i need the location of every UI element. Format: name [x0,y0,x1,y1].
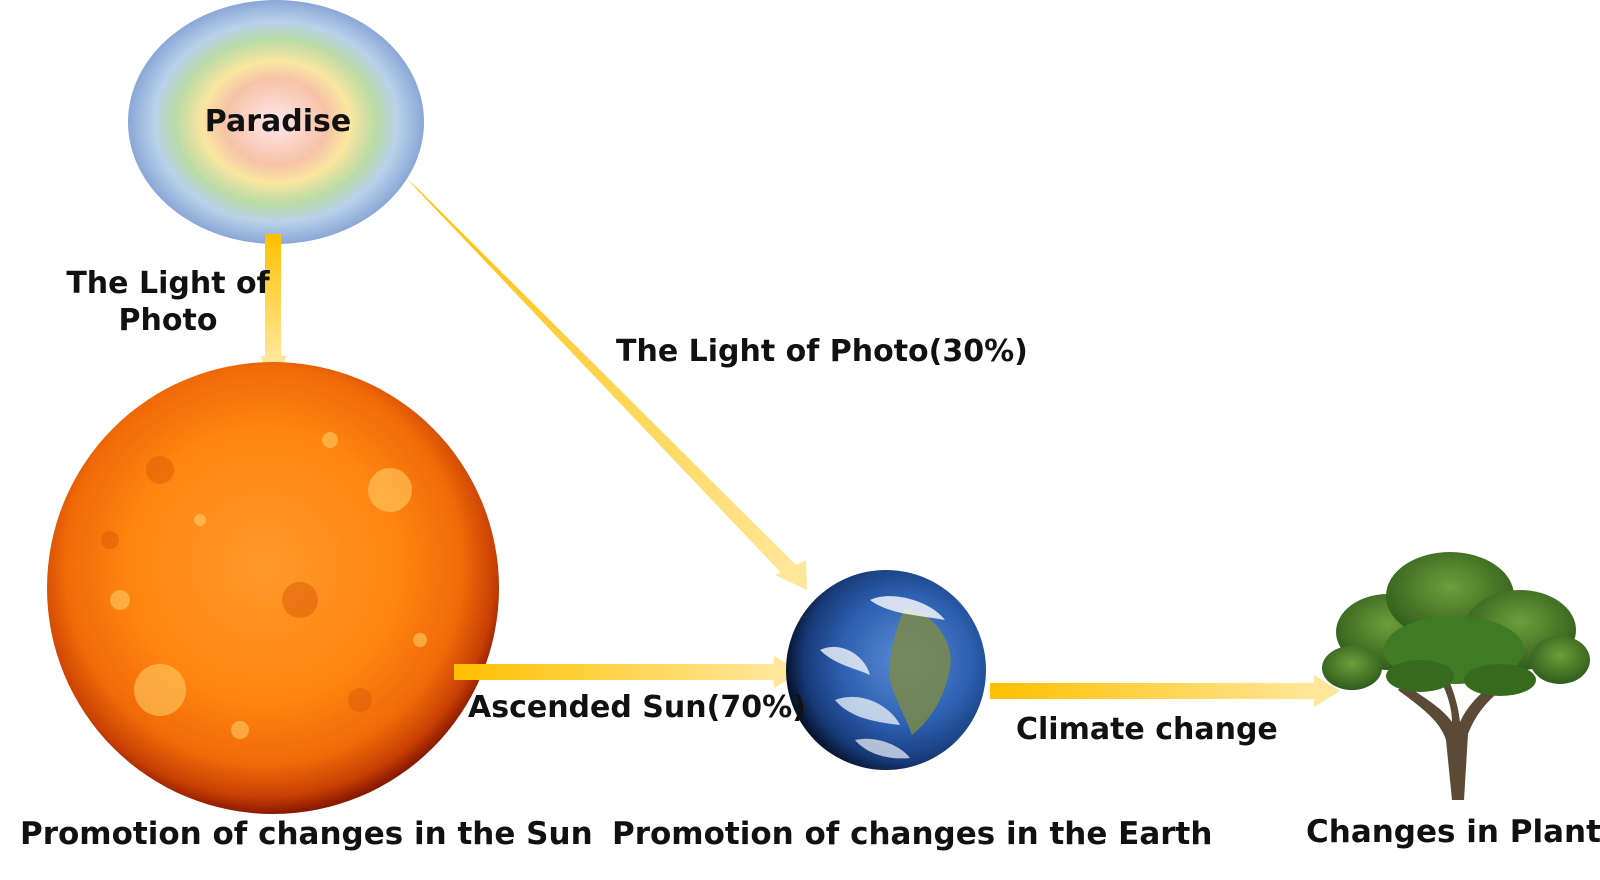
arrow-earth-to-plants [990,675,1340,707]
earth-caption: Promotion of changes in the Earth [612,816,1213,852]
paradise-node [128,0,424,244]
paradise-oval [128,0,424,244]
arrow-paradise-to-earth [406,178,807,590]
sun-caption: Promotion of changes in the Sun [20,816,593,852]
plants-caption: Changes in Plants [1306,814,1600,850]
edge-label-climate-change: Climate change [1016,712,1278,747]
paradise-label: Paradise [204,104,352,139]
sun-icon [47,362,499,814]
earth-icon [786,570,986,770]
edge-label-light-of-photo-30: The Light of Photo(30%) [616,334,1028,369]
tree-icon [1322,552,1590,800]
edge-label-ascended-sun-70: Ascended Sun(70%) [468,690,806,725]
edge-label-light-of-photo: The Light of Photo [66,266,270,338]
arrow-sun-to-earth [454,656,800,688]
